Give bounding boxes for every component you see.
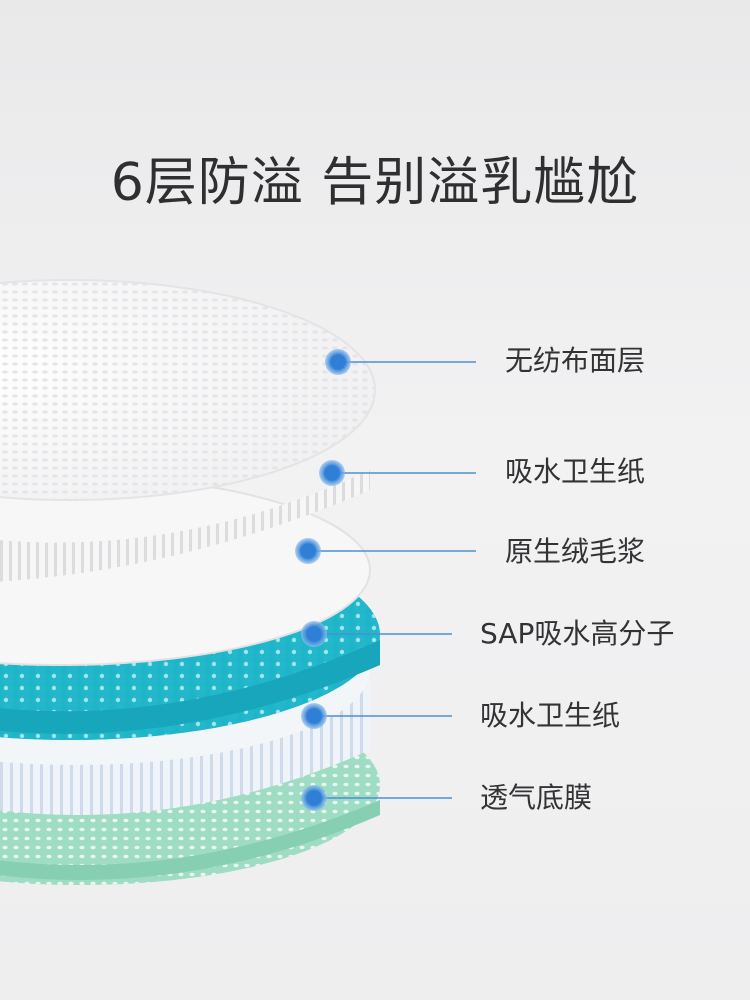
layer-absorbent-tissue-top xyxy=(0,470,370,582)
layer-label-breathable-film: 透气底膜 xyxy=(480,781,593,814)
layer-markers xyxy=(295,349,476,811)
layer-marker-dot-icon xyxy=(325,349,351,375)
layer-label-nonwoven-surface: 无纺布面层 xyxy=(505,344,646,377)
layer-nonwoven-surface xyxy=(0,279,376,501)
layer-marker-dot-icon xyxy=(301,703,327,729)
layer-marker-dot-icon xyxy=(301,785,327,811)
marker-layer-3 xyxy=(295,538,476,564)
layer-label-absorbent-tissue-top: 吸水卫生纸 xyxy=(505,455,646,488)
layer-label-sap-polymer: SAP吸水高分子 xyxy=(480,617,675,650)
layer-marker-dot-icon xyxy=(301,621,327,647)
layer-illustration xyxy=(0,279,476,885)
layer-marker-dot-icon xyxy=(295,538,321,564)
layer-label-absorbent-tissue-bottom: 吸水卫生纸 xyxy=(480,699,621,732)
marker-layer-6 xyxy=(301,785,452,811)
layer-label-fluff-pulp: 原生绒毛浆 xyxy=(505,535,646,568)
headline: 6层防溢 告别溢乳尴尬 xyxy=(110,153,640,213)
marker-layer-4 xyxy=(301,621,452,647)
marker-layer-5 xyxy=(301,703,452,729)
marker-layer-1 xyxy=(325,349,476,375)
layer-marker-dot-icon xyxy=(319,460,345,486)
marker-layer-2 xyxy=(319,460,476,486)
